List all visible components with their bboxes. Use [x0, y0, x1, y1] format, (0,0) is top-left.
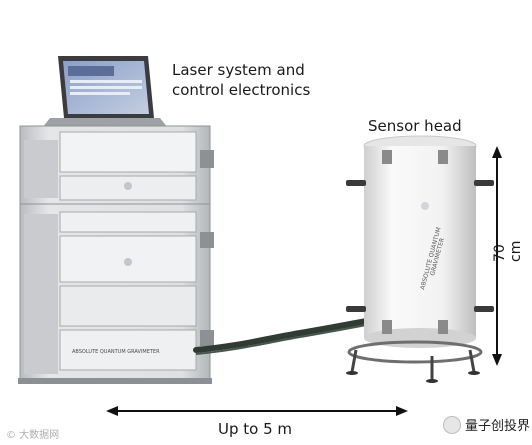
rack-panel-text: ABSOLUTE QUANTUM GRAVIMETER — [72, 349, 160, 355]
watermark-left: © 大数据网 — [6, 430, 60, 441]
electronics-rack-upper — [19, 125, 214, 207]
sensor-head-label: Sensor head — [368, 117, 462, 135]
distance-arrow — [106, 406, 408, 416]
connection-cable — [193, 317, 375, 353]
laptop — [42, 56, 168, 128]
distance-label: Up to 5 m — [218, 420, 293, 438]
height-arrow — [492, 146, 502, 366]
height-label: 70 cm — [492, 240, 524, 262]
watermark-right: 量子创投界 — [443, 415, 530, 434]
laser-system-label: Laser system and control electronics — [172, 60, 342, 100]
watermark-right-text: 量子创投界 — [465, 419, 531, 434]
electronics-rack-lower: ABSOLUTE QUANTUM GRAVIMETER — [18, 203, 214, 384]
wechat-icon — [443, 415, 461, 434]
sensor-head-cylinder: ABSOLUTE QUANTUM GRAVIMETER — [346, 135, 494, 348]
sensor-stand — [346, 340, 483, 383]
laser-label-line1: Laser system and — [172, 61, 305, 79]
laser-label-line2: control electronics — [172, 81, 311, 99]
